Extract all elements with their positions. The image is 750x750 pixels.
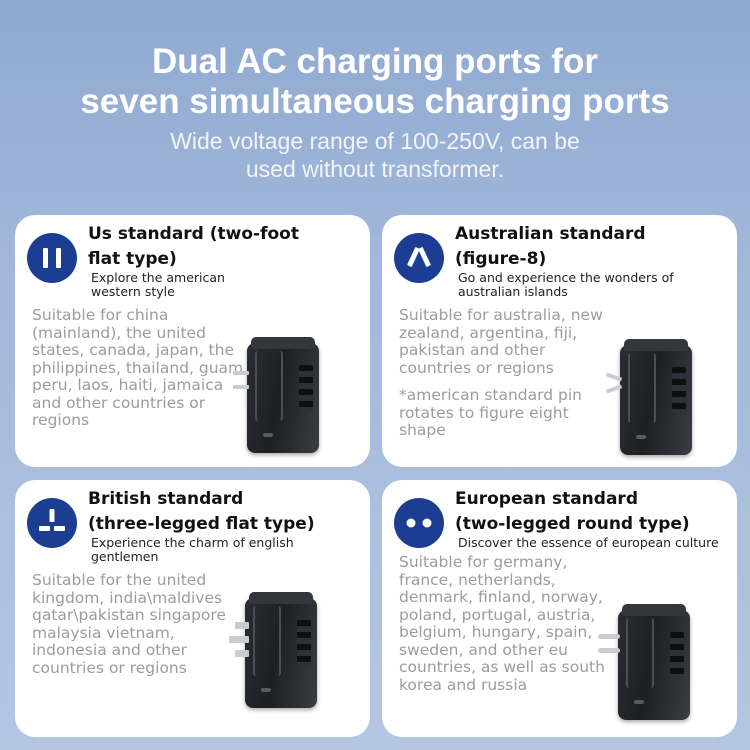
travel-adapter-image <box>229 592 317 708</box>
au-plug-icon <box>394 233 444 283</box>
headline-line-1: Dual AC charging ports for <box>152 42 598 81</box>
headline-line-2: seven simultaneous charging ports <box>80 82 670 121</box>
card-title: British standard (three-legged flat type… <box>88 489 315 534</box>
us-standard-card: Us standard (two-foot flat type) Explore… <box>15 215 370 467</box>
subtitle-line-1: Wide voltage range of 100-250V, can be <box>170 128 580 154</box>
card-description: Suitable for australia, new zealand, arg… <box>399 306 603 377</box>
card-tagline: Discover the essence of european culture <box>458 535 719 550</box>
travel-adapter-image <box>598 604 690 720</box>
australian-standard-card: Australian standard (figure-8) Go and ex… <box>382 215 737 467</box>
card-tagline: Go and experience the wonders of austral… <box>458 270 674 299</box>
us-plug-icon <box>27 233 77 283</box>
british-standard-card: British standard (three-legged flat type… <box>15 480 370 737</box>
card-title: European standard (two-legged round type… <box>455 489 690 534</box>
card-description: Suitable for germany, france, netherland… <box>399 553 605 694</box>
travel-adapter-image <box>233 337 319 453</box>
card-title: Australian standard (figure-8) <box>455 224 646 269</box>
subtitle-line-2: used without transformer. <box>245 156 505 182</box>
travel-adapter-image <box>605 339 692 455</box>
card-tagline: Explore the american western style <box>91 270 225 299</box>
card-title: Us standard (two-foot flat type) <box>88 224 299 269</box>
european-standard-card: European standard (two-legged round type… <box>382 480 737 737</box>
eu-plug-icon <box>394 498 444 548</box>
card-description: Suitable for the united kingdom, india\m… <box>32 571 226 677</box>
card-tagline: Experience the charm of english gentleme… <box>91 535 294 564</box>
uk-plug-icon <box>27 498 77 548</box>
card-description: Suitable for china (mainland), the unite… <box>32 306 244 429</box>
card-note: *american standard pin rotates to figure… <box>399 386 582 439</box>
